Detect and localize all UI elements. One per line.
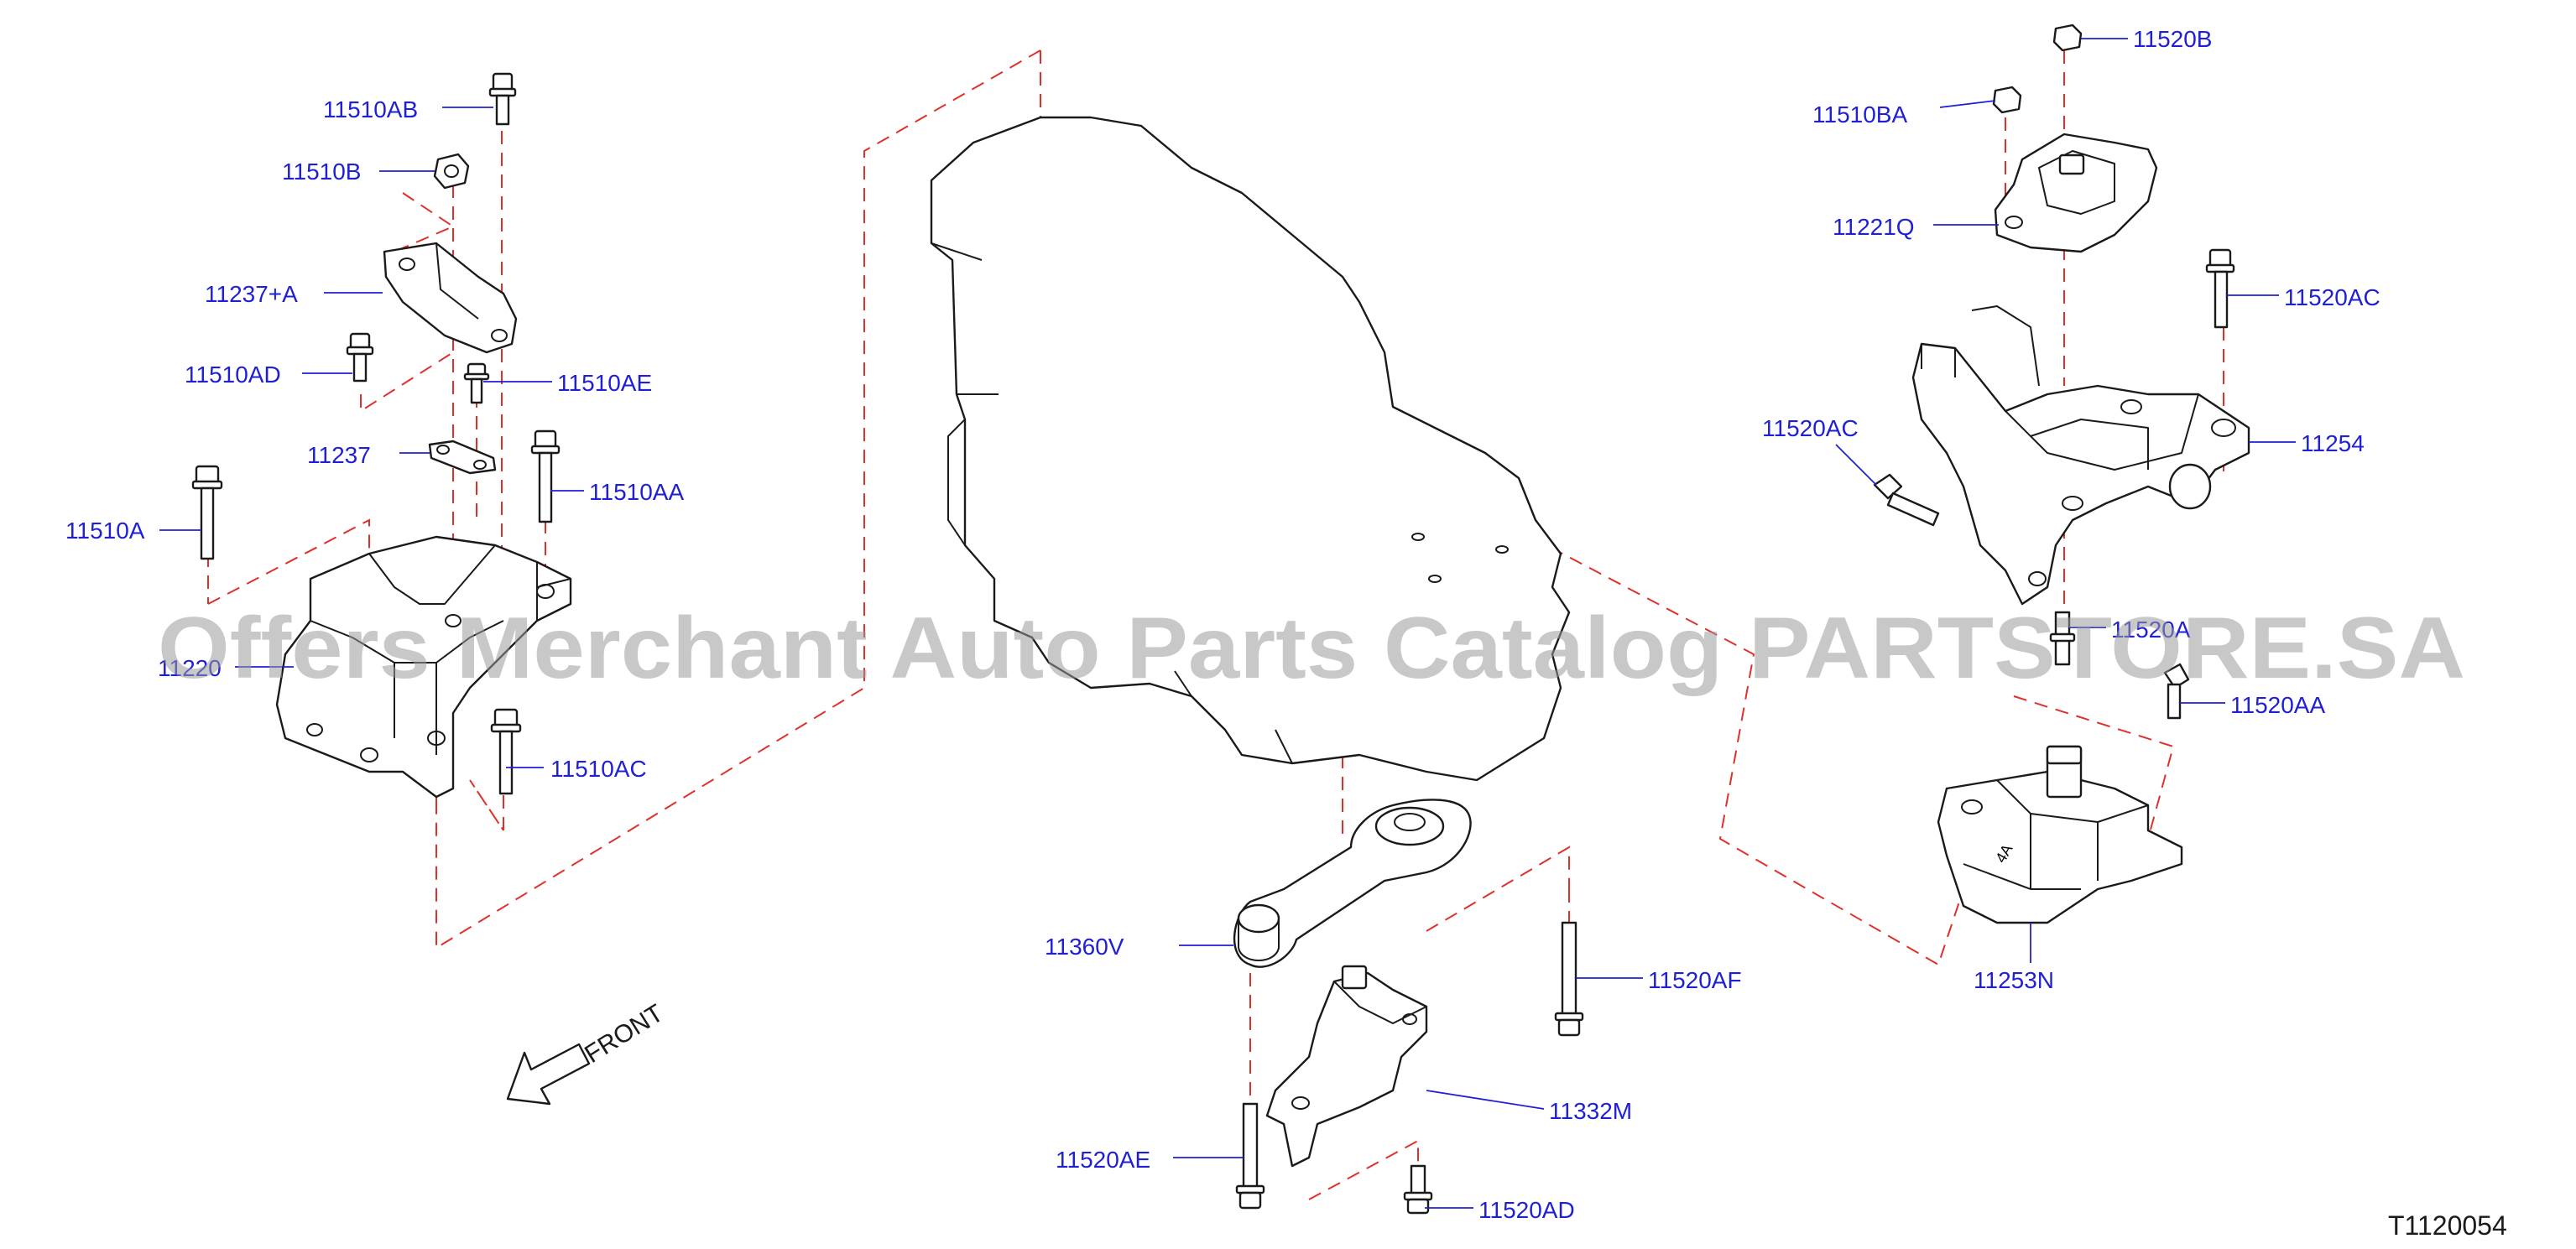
label-11253N[interactable]: 11253N [1974,967,2054,993]
bolt-11510AE-icon [463,362,490,404]
label-11520AE[interactable]: 11520AE [1056,1147,1150,1173]
bolt-11520AC-top-icon [2205,248,2235,329]
label-11520AA[interactable]: 11520AA [2230,692,2325,718]
torque-rod-11360V [1233,799,1472,968]
label-11220[interactable]: 11220 [158,655,222,681]
bolt-11510A-icon [191,465,223,560]
dash-left-ac [469,730,504,834]
label-11520AC-left[interactable]: 11520AC [1762,415,1859,441]
watermark-text: Offers Merchant Auto Parts Catalog PARTS… [158,600,2465,697]
lower-mount-11253N: 4A [1937,745,2183,924]
label-11237[interactable]: 11237 [307,442,371,468]
label-11510AC[interactable]: 11510AC [550,756,647,782]
bolt-11510AC-icon [490,708,522,795]
bracket-11254 [1911,305,2250,606]
bolt-11520AC-left-icon [1873,473,1940,527]
bolt-11520AD-icon [1403,1164,1433,1215]
front-label: FRONT [580,999,668,1069]
leader-lines [159,38,2296,1209]
label-11237A[interactable]: 11237+A [205,281,298,307]
label-11510AE[interactable]: 11510AE [557,370,652,396]
front-arrow-icon [506,1043,591,1106]
leader-11332M [1426,1090,1545,1110]
dash-left-ad [360,351,454,413]
bolt-11520AE-icon [1235,1102,1265,1210]
label-11510AA[interactable]: 11510AA [589,479,684,505]
label-11510BA[interactable]: 11510BA [1812,101,1907,128]
part-labels: 11510AB 11510B 11237+A 11510AD 11510AE 1… [65,26,2380,1223]
dash-rod-bottom [1308,1139,1419,1200]
leader-11520AC-left [1835,444,1877,486]
label-11510AB[interactable]: 11510AB [323,96,418,122]
dash-rod-right [1426,846,1570,932]
label-11360V[interactable]: 11360V [1045,934,1124,960]
bolt-11520AA-icon [2163,663,2190,720]
label-11520AC-top[interactable]: 11520AC [2284,284,2380,310]
diagram-code: T1120054 [2388,1210,2507,1241]
rear-bracket-11332M [1265,965,1428,1168]
engine-block [930,116,1571,782]
bolt-11510AB-icon [488,72,517,126]
label-11510AD[interactable]: 11510AD [185,362,281,388]
nut-11510BA-icon [1992,86,2022,114]
label-11332M[interactable]: 11332M [1549,1098,1632,1124]
label-11221Q[interactable]: 11221Q [1833,214,1915,240]
dash-left-bracket [394,192,456,252]
label-11520B[interactable]: 11520B [2133,26,2212,52]
nut-11510B-icon [433,153,470,190]
label-11520A[interactable]: 11520A [2111,617,2191,643]
insulator-11221Q [1994,133,2158,253]
label-11510A[interactable]: 11510A [65,518,145,544]
plate-11237 [428,440,497,475]
dash-right-lower-box [2013,695,2175,840]
label-11520AD[interactable]: 11520AD [1478,1197,1575,1223]
leader-11510BA [1939,100,1996,108]
bolt-11510AD-icon [346,332,374,383]
dash-right-big-box [1434,486,1981,966]
nut-11520B-icon [2052,23,2083,52]
label-11520AF[interactable]: 11520AF [1648,967,1742,993]
bolt-11510AA-icon [530,429,561,523]
dash-engine-left-box [435,49,1041,950]
engine-mount-11220 [275,535,572,799]
label-11510B[interactable]: 11510B [282,159,361,185]
label-11254[interactable]: 11254 [2301,430,2365,456]
stud-11520A-icon [2049,611,2076,666]
bracket-11237A [383,242,518,354]
bolt-11520AF-icon [1554,921,1584,1037]
